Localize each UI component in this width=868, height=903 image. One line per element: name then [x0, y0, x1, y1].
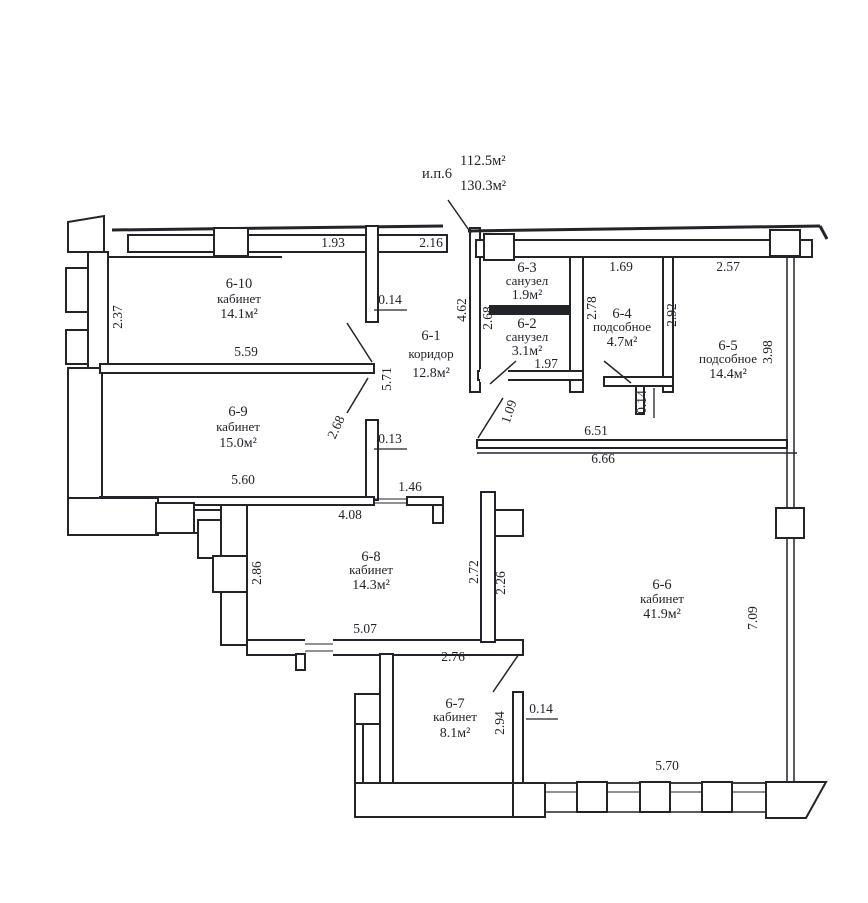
dimension-label: 6.66: [591, 451, 615, 466]
wall-corridor-left: [346, 225, 379, 501]
room-labels: 6-10кабинет14.1м²6-9кабинет15.0м²6-1кори…: [216, 260, 757, 741]
wall-sanitary-block: [469, 227, 584, 439]
unit-label: и.п.6: [422, 166, 452, 182]
room-6-5-number: 6-5: [718, 338, 737, 354]
room-6-6-name: кабинет: [640, 591, 684, 606]
room-6-7-area: 8.1м²: [440, 726, 471, 741]
walls: [65, 199, 829, 819]
room-6-9-area: 15.0м²: [219, 436, 257, 451]
wall-top-right: [467, 224, 829, 261]
title-leader-line: [447, 199, 472, 234]
wall-6-8-left: [197, 504, 248, 646]
dimension-label: 2.94: [492, 711, 507, 735]
wall-6-10-6-9: [99, 363, 375, 374]
room-6-7-name: кабинет: [433, 709, 477, 724]
room-6-1-number: 6-1: [421, 328, 440, 344]
room-6-2-number: 6-2: [517, 316, 536, 332]
room-6-5-area: 14.4м²: [709, 367, 747, 382]
dimension-label: 5.59: [234, 344, 258, 359]
dimension-label: 1.46: [398, 479, 422, 494]
room-6-7-number: 6-7: [445, 696, 464, 712]
door-swing-6-9: [346, 377, 369, 414]
dimension-label: 1.93: [321, 235, 345, 250]
dimension-label: 2.57: [716, 259, 740, 274]
wall-6-4: [603, 251, 674, 415]
dimension-label: 0.14: [634, 390, 649, 414]
dimension-label: 0.14: [378, 292, 402, 307]
dimension-label: 5.07: [353, 621, 377, 636]
room-6-9-name: кабинет: [216, 419, 260, 434]
room-6-10-area: 14.1м²: [220, 307, 258, 322]
dimension-label: 6.51: [584, 423, 608, 438]
dimension-label: 2.78: [584, 296, 599, 320]
title-block: и.п.6 112.5м² 130.3м²: [422, 153, 507, 194]
room-6-3-name: санузел: [506, 273, 549, 288]
dimension-label: 3.98: [760, 340, 775, 364]
dimension-label: 5.71: [379, 367, 394, 391]
dimension-label: 2.92: [664, 303, 679, 327]
room-6-9-number: 6-9: [228, 404, 247, 420]
area-denominator: 130.3м²: [460, 178, 507, 194]
room-6-4-area: 4.7м²: [607, 335, 638, 350]
room-6-8-area: 14.3м²: [352, 578, 390, 593]
dimension-label: 4.08: [338, 507, 362, 522]
area-numerator: 112.5м²: [460, 153, 506, 169]
dimension-label: 0.14: [529, 701, 553, 716]
door-swing-6-7: [492, 653, 520, 693]
dimension-label: 2.72: [466, 560, 481, 584]
room-6-5-name: подсобное: [699, 351, 757, 366]
room-6-3-number: 6-3: [517, 260, 536, 276]
room-6-8-number: 6-8: [361, 549, 380, 565]
room-6-6-area: 41.9м²: [643, 607, 681, 622]
wall-left-exterior: [65, 214, 109, 501]
dimension-label: 4.62: [454, 298, 469, 322]
room-6-4-number: 6-4: [612, 306, 632, 322]
dimension-label: 1.09: [498, 398, 520, 425]
door-swing-corridor: [477, 397, 504, 439]
dimension-label: 2.76: [441, 649, 465, 664]
room-6-2-name: санузел: [506, 329, 549, 344]
dimension-label: 0.13: [378, 431, 402, 446]
dimension-label: 1.97: [534, 356, 558, 371]
dimension-label: 5.70: [655, 758, 679, 773]
room-6-4-name: подсобное: [593, 319, 651, 334]
dimension-label: 2.26: [493, 571, 508, 595]
room-6-10-number: 6-10: [226, 276, 253, 292]
dimension-label: 2.86: [249, 561, 264, 585]
door-swing-6-10: [346, 322, 373, 363]
door-swing-6-4: [603, 360, 632, 384]
door-swing-6-2: [489, 360, 517, 385]
wall-bottom-windows: [512, 781, 828, 819]
dimension-label: 2.37: [110, 305, 125, 329]
room-6-3-area: 1.9м²: [512, 288, 543, 303]
dimension-label: 7.09: [745, 606, 760, 630]
room-6-10-name: кабинет: [217, 291, 261, 306]
room-6-1-name: коридор: [408, 346, 453, 361]
dimension-label: 5.60: [231, 472, 255, 487]
room-6-6-number: 6-6: [652, 577, 671, 593]
dimension-label: 1.69: [609, 259, 633, 274]
dimension-label: 2.68: [480, 306, 495, 330]
wall-6-8-6-6: [480, 491, 524, 643]
room-6-1-area: 12.8м²: [412, 366, 450, 381]
room-6-2-area: 3.1м²: [512, 344, 543, 359]
room-6-8-name: кабинет: [349, 562, 393, 577]
wall-6-7: [354, 653, 544, 818]
dimension-label: 2.16: [419, 235, 443, 250]
wall-right-exterior: [775, 256, 805, 783]
